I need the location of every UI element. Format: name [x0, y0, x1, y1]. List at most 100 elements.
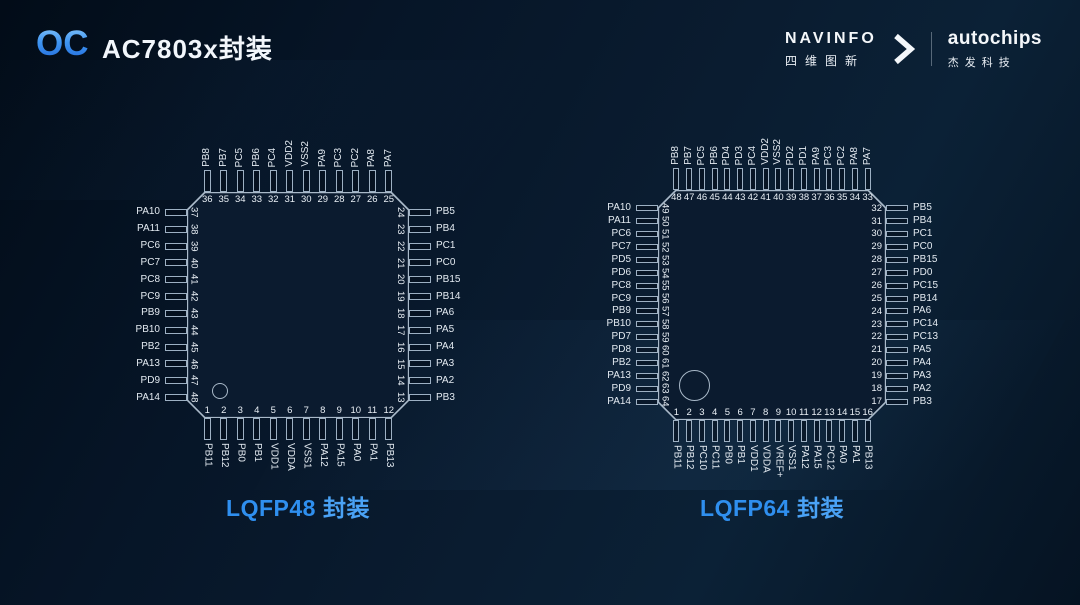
pin-label: PB4 [913, 215, 932, 227]
pin-number: 5 [270, 404, 276, 416]
pin-number: 59 [659, 331, 671, 343]
pin-stub [724, 168, 731, 190]
pin-stub [165, 309, 187, 317]
navinfo-wordmark: NAVINFO [784, 29, 877, 47]
pin-number: 15 [395, 358, 406, 370]
pin: PA6 [409, 305, 473, 322]
pin-number: 57 [659, 306, 671, 317]
pin-label: PB11 [202, 443, 214, 467]
pin: PB11 [199, 418, 216, 482]
pin-label: PB10 [606, 318, 631, 330]
pin: PA3 [409, 355, 473, 372]
pin-label: PB9 [612, 305, 631, 317]
pin-number: 17 [395, 324, 406, 336]
pin-label: PC10 [696, 445, 708, 471]
pin-label: PB10 [135, 324, 160, 336]
pin-label: PB1 [251, 443, 263, 462]
pin-stub [886, 372, 908, 379]
pin-stub [788, 420, 795, 442]
pin-number: 30 [871, 228, 882, 240]
pin-stub [839, 420, 846, 442]
pin-number: 20 [395, 274, 406, 286]
pin-label: PB13 [862, 445, 874, 470]
pin-number: 63 [659, 383, 671, 394]
pin-label: PA8 [366, 148, 378, 167]
pin-stub [636, 282, 658, 289]
pin-number: 15 [849, 406, 861, 418]
pin: PB10 [594, 318, 658, 331]
pin: VDD2 [759, 132, 772, 190]
pin: PA9 [315, 134, 332, 192]
pin-number: 4 [254, 404, 260, 416]
pin-label: PC15 [913, 279, 939, 291]
pin-label: PA2 [913, 382, 932, 394]
pin-stub [636, 295, 658, 302]
pin-number: 4 [711, 406, 718, 418]
pin-number: 11 [798, 406, 809, 418]
pin: PD7 [594, 331, 658, 344]
pin-number: 45 [709, 192, 720, 203]
pin: PD6 [594, 266, 658, 279]
pin: VSS2 [772, 132, 785, 190]
pin-number: 55 [659, 280, 671, 291]
pin-label: PD0 [913, 266, 933, 278]
pin-label: PD2 [785, 145, 797, 165]
pin: PD4 [721, 132, 734, 190]
pin-number: 11 [367, 404, 378, 416]
pin: VSS1 [298, 418, 315, 482]
pin: PC4 [747, 132, 760, 190]
pin-stub [636, 256, 658, 263]
pin-stub [686, 420, 693, 442]
pin-stub [851, 168, 858, 190]
pin-label: PC9 [140, 290, 160, 302]
pin-number: 20 [871, 357, 882, 369]
pin-number: 47 [188, 375, 200, 386]
pin-label: PC5 [234, 147, 246, 167]
pin-stub [762, 168, 769, 190]
pin: PC12 [823, 420, 836, 484]
pin-label: PC11 [709, 445, 721, 470]
pin: PB5 [409, 204, 473, 221]
pin-label: PB3 [913, 395, 932, 407]
pin-number: 58 [659, 319, 671, 330]
pin-label: PC1 [436, 240, 456, 252]
pin-number: 36 [824, 192, 835, 203]
pin: PA11 [594, 215, 658, 228]
navinfo-chinese-name: 四维图新 [784, 53, 865, 68]
pin: PB13 [381, 418, 398, 482]
pin: PC4 [265, 134, 282, 192]
pin-number: 41 [188, 274, 200, 286]
pin-number: 43 [734, 192, 746, 203]
pin: PC7 [594, 241, 658, 254]
pin-stub [409, 326, 431, 334]
pin-number: 33 [862, 192, 873, 203]
pin-stub [636, 244, 658, 251]
pin: PA8 [364, 134, 381, 192]
pin-label: PD5 [611, 253, 631, 265]
pin: PA14 [123, 389, 187, 406]
pin: PB7 [683, 132, 696, 190]
pin-number: 1 [204, 404, 210, 416]
pin-number: 1 [673, 406, 680, 418]
pin-number: 44 [722, 192, 733, 203]
pin: PB9 [123, 305, 187, 322]
pin-number: 28 [333, 194, 345, 205]
pin-stub [636, 385, 658, 392]
pin-label: VDD1 [268, 443, 280, 470]
pin-number: 53 [659, 254, 671, 266]
pin-label: PA6 [913, 305, 932, 317]
pin-label: PB15 [913, 253, 938, 265]
pin-stub [886, 308, 908, 315]
pin-stub [800, 420, 807, 442]
pin-stub [724, 420, 731, 442]
pin-number: 7 [303, 404, 309, 416]
pin-stub [636, 334, 658, 341]
pin-stub [165, 225, 187, 233]
pin-label: PA15 [334, 443, 346, 467]
pin-label: PB5 [913, 202, 932, 214]
